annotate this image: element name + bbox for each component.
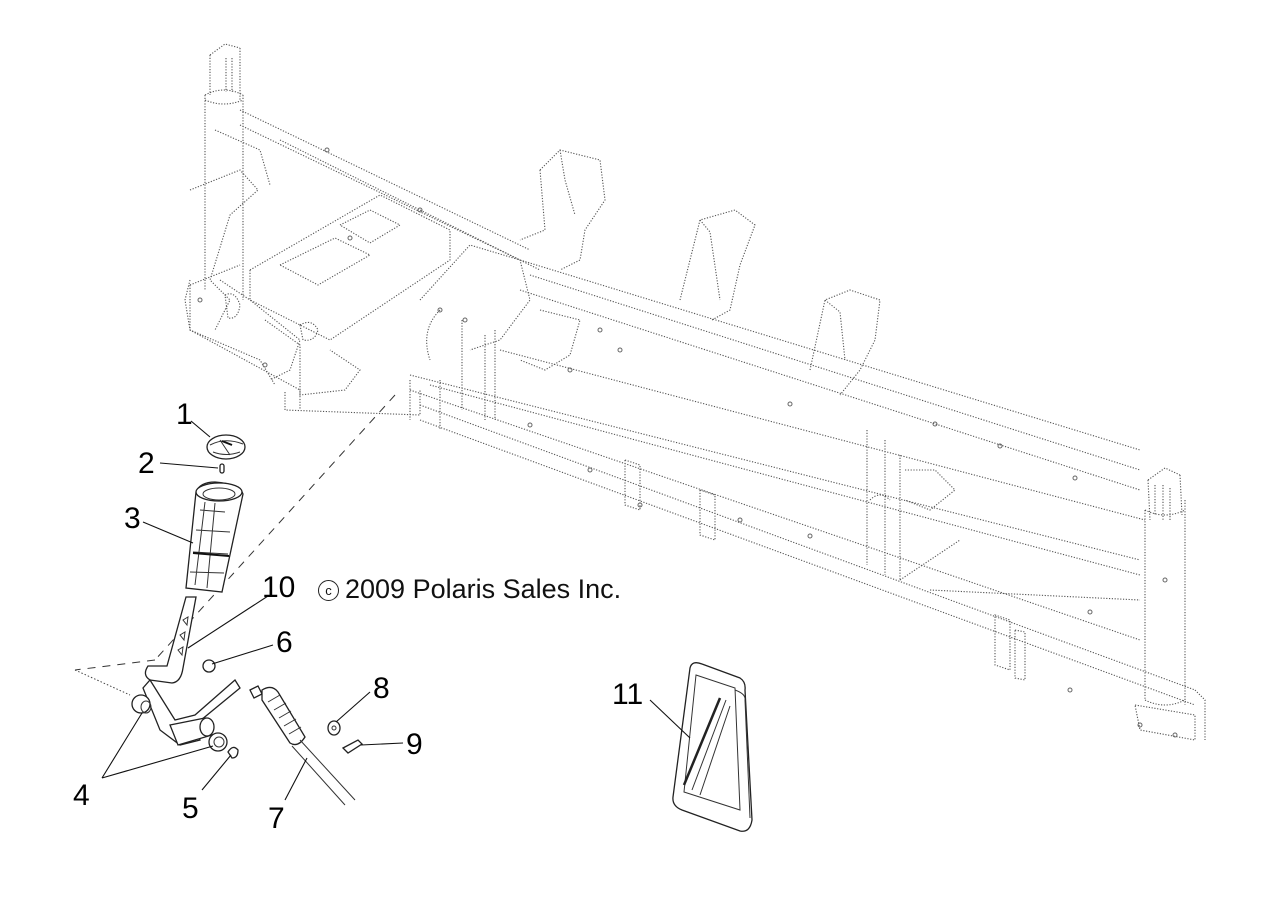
callout-7: 7 xyxy=(268,802,285,835)
callout-1: 1 xyxy=(176,398,193,431)
copyright-notice: c 2009 Polaris Sales Inc. xyxy=(318,574,621,605)
part-1-shift-knob-cap xyxy=(206,434,246,460)
callout-labels: 1 2 3 4 5 6 7 8 9 10 11 xyxy=(73,398,643,835)
callout-6: 6 xyxy=(276,626,293,659)
callout-2: 2 xyxy=(138,447,155,480)
part-3-shift-knob xyxy=(185,481,244,593)
callout-8: 8 xyxy=(373,672,390,705)
part-9-cotter-pin xyxy=(341,739,364,754)
callout-11: 11 xyxy=(612,678,643,711)
copyright-text: 2009 Polaris Sales Inc. xyxy=(345,574,622,604)
copyright-symbol: c xyxy=(318,580,339,601)
vehicle-frame xyxy=(184,43,1206,741)
callout-3: 3 xyxy=(124,502,141,535)
part-10-shift-lever xyxy=(142,596,241,746)
callout-5: 5 xyxy=(182,792,199,825)
callout-9: 9 xyxy=(406,728,423,761)
callout-4: 4 xyxy=(73,779,90,812)
part-2-pin xyxy=(219,463,225,474)
phantom-line-dotted xyxy=(74,669,131,696)
part-11-shift-boot-bezel xyxy=(672,662,753,832)
callout-10: 10 xyxy=(262,571,295,604)
part-6-nut xyxy=(202,659,216,673)
part-7-shift-cable xyxy=(249,685,356,806)
leader-lines xyxy=(101,420,691,801)
phantom-line-left xyxy=(74,659,156,671)
part-4-bushings xyxy=(131,694,228,752)
part-8-washer xyxy=(327,720,341,736)
